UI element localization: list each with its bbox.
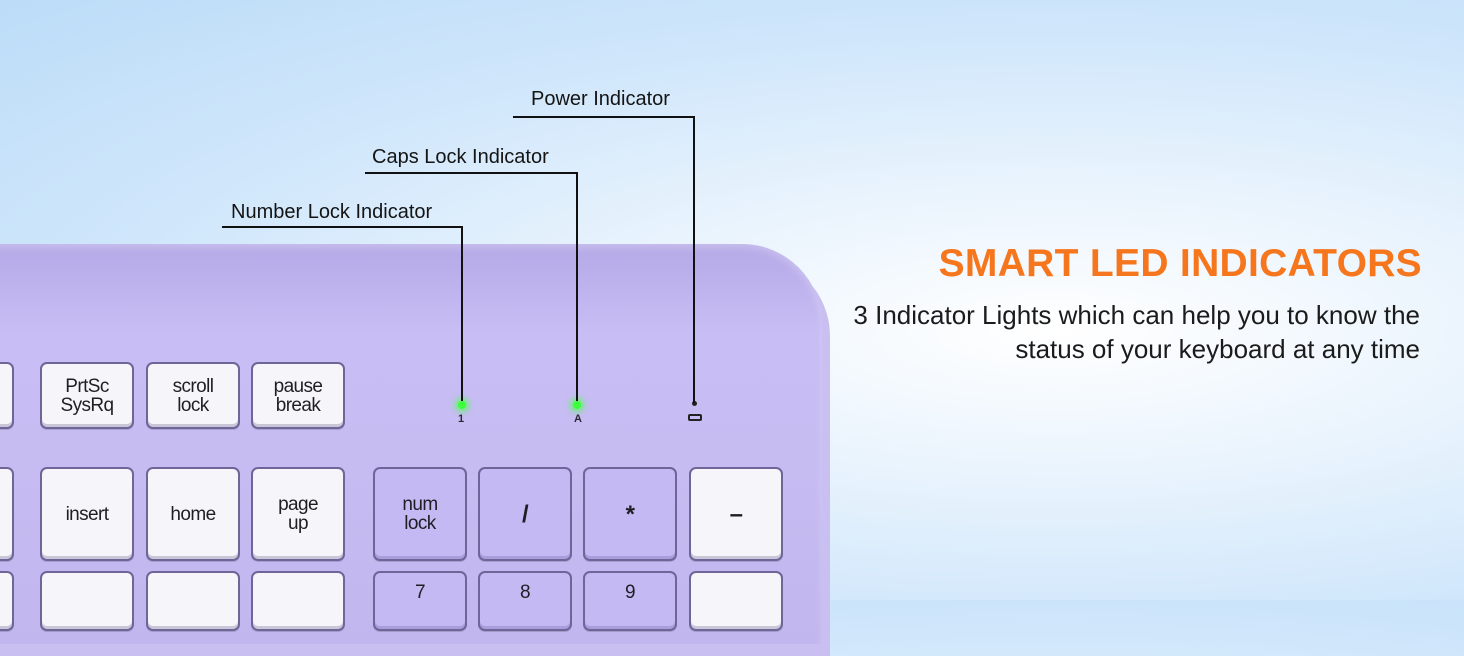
number-lock-indicator-label: Number Lock Indicator: [231, 201, 433, 223]
power-callout-underline: [513, 116, 695, 118]
key-multiply: *: [583, 467, 677, 561]
caps-callout-underline: [365, 172, 578, 174]
key-num-8: 8: [478, 571, 572, 631]
key-home: home: [146, 467, 240, 561]
key-divide: /: [478, 467, 572, 561]
battery-icon: [688, 414, 702, 421]
key-minus: –: [689, 467, 783, 561]
caps-callout-leader: [576, 172, 578, 401]
power-indicator-label: Power Indicator: [531, 88, 670, 110]
num-callout-underline: [222, 226, 463, 228]
caps-lock-led: [573, 401, 581, 409]
description: 3 Indicator Lights which can help you to…: [853, 300, 1420, 364]
key-scroll-lock: scroll lock: [146, 362, 240, 429]
key-num-lock: num lock: [373, 467, 467, 561]
num-callout-leader: [461, 226, 463, 401]
key-prtsc: PrtSc SysRq: [40, 362, 134, 429]
key-partial-bottom-1: [40, 571, 134, 631]
num-lock-glyph: 1: [458, 413, 465, 425]
key-partial-top: [0, 362, 14, 429]
key-insert: insert: [40, 467, 134, 561]
key-partial-bottom-3: [251, 571, 345, 631]
key-num-9: 9: [583, 571, 677, 631]
headline: SMART LED INDICATORS: [938, 242, 1422, 285]
key-partial-bottom-2: [146, 571, 240, 631]
power-led: [692, 401, 697, 406]
key-partial-mid: [0, 467, 14, 561]
key-partial-bottom-4: [689, 571, 783, 631]
caps-lock-indicator-label: Caps Lock Indicator: [372, 146, 549, 168]
num-lock-led: [458, 401, 466, 409]
key-page-up: page up: [251, 467, 345, 561]
key-num-7: 7: [373, 571, 467, 631]
key-partial-bottom-0: [0, 571, 14, 631]
key-pause: pause break: [251, 362, 345, 429]
caps-lock-glyph: A: [574, 413, 582, 425]
power-callout-leader: [693, 116, 695, 403]
